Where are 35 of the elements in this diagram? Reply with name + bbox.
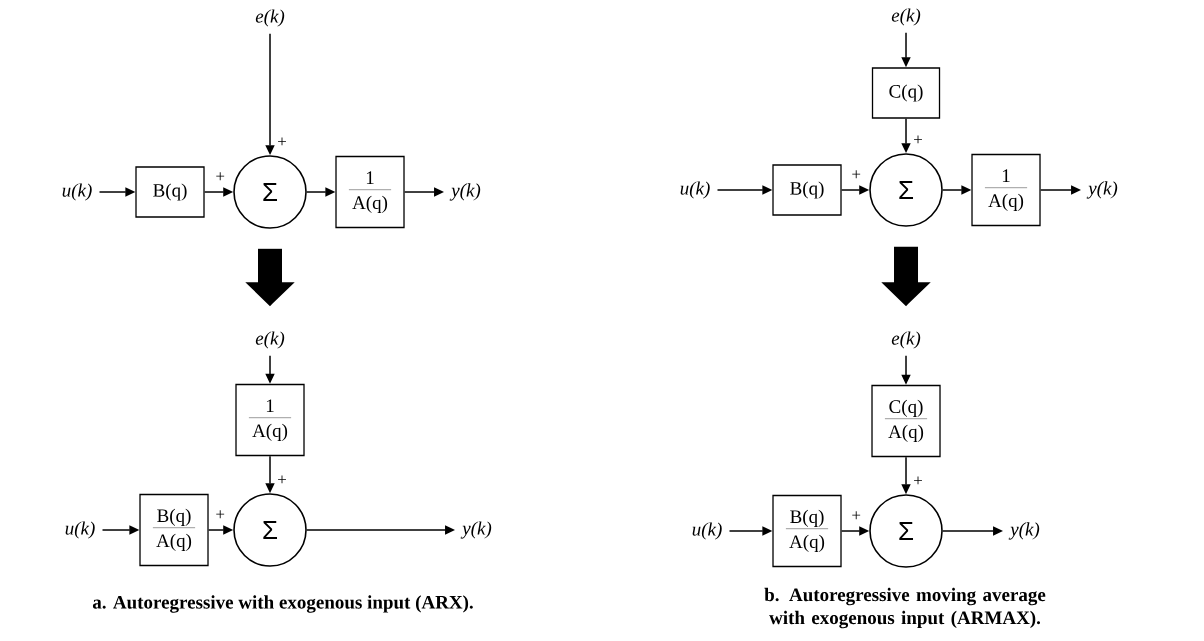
summing-junction: Σ: [233, 155, 307, 229]
signal-label: y(k): [1086, 181, 1118, 199]
sign-label: +: [278, 475, 286, 484]
summing-junction: Σ: [869, 494, 943, 568]
transfer-block: 1 A(q): [971, 153, 1041, 227]
transfer-block: B(q): [135, 166, 205, 218]
summing-junction: Σ: [869, 153, 943, 227]
signal-label: u(k): [62, 183, 92, 201]
signal-label: u(k): [680, 181, 710, 199]
transfer-block: B(q): [772, 164, 842, 216]
transfer-block: C(q): [871, 67, 941, 119]
transfer-block: B(q) A(q): [139, 493, 209, 567]
sign-label: +: [216, 172, 225, 181]
signal-label: e(k): [891, 8, 921, 26]
signal-label: y(k): [1008, 522, 1040, 540]
transfer-block: B(q) A(q): [772, 494, 842, 568]
sign-label: +: [914, 135, 922, 144]
sign-label: +: [852, 170, 861, 179]
signal-label: u(k): [65, 521, 95, 539]
signal-label: y(k): [460, 521, 492, 539]
signal-label: y(k): [449, 183, 481, 201]
signal-label: u(k): [692, 522, 722, 540]
sign-label: +: [278, 137, 286, 146]
summing-junction: Σ: [233, 493, 307, 567]
transfer-block: 1 A(q): [335, 155, 405, 229]
sign-label: +: [216, 510, 225, 519]
figure-caption: a. Autoregressive with exogenous input (ARX).: [92, 595, 473, 613]
sign-label: +: [914, 476, 922, 485]
signal-label: e(k): [891, 331, 921, 349]
figure-caption: b. Autoregressive moving average with exogenous input (ARMAX).: [764, 587, 1046, 629]
sign-label: +: [852, 511, 861, 520]
signal-label: e(k): [255, 331, 285, 349]
transfer-block: C(q) A(q): [871, 384, 941, 458]
transfer-block: 1 A(q): [235, 383, 305, 457]
signal-label: e(k): [255, 9, 285, 27]
